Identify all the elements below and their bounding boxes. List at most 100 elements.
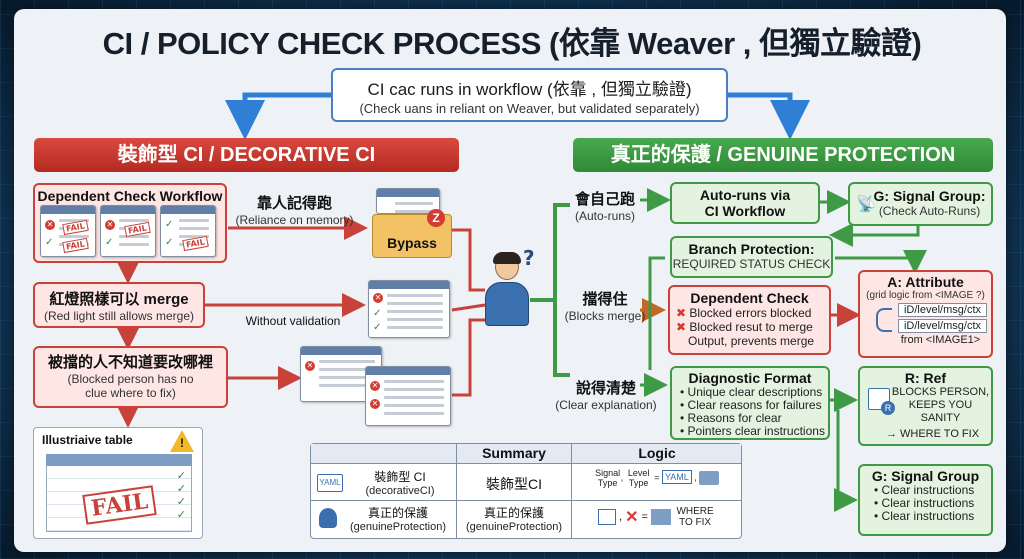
error-icon: ✕ — [370, 381, 380, 391]
arrow-top-right — [728, 92, 810, 140]
signal-group-2-box: G: Signal Group • Clear instructions • C… — [858, 464, 993, 536]
explain-label: 說得清楚 (Clear explanation) — [555, 380, 657, 412]
error-icon: ✖ — [676, 320, 687, 334]
fail-stamp: FAIL — [182, 235, 209, 252]
sg2-item: • Clear instructions — [874, 496, 975, 510]
ref-box: R: Ref R BLOCKS PERSON, KEEPS YOU SANITY… — [858, 366, 993, 446]
summary-header: Summary — [482, 445, 546, 461]
diag-item: • Unique clear descriptions — [680, 385, 823, 399]
diag-item: • Clear reasons for failures — [680, 398, 822, 412]
error-icon: ✕ — [373, 293, 383, 303]
attr-field: iD/level/msg/ctx — [898, 303, 987, 317]
row2-summary: 真正的保護 (genuineProtection) — [465, 506, 562, 533]
autoruns-box: Auto-runs via CI Workflow — [670, 182, 820, 224]
red-light-en: (Red light still allows merge) — [43, 309, 195, 323]
arrow-branch-side — [648, 256, 665, 370]
error-icon: ✕ — [105, 220, 115, 230]
bypass-folder: Z Bypass — [372, 209, 452, 258]
workflow-title: Dependent Check Workflow — [37, 188, 223, 204]
check-icon: ✓ — [373, 308, 382, 319]
row1-label: 裝飾型 CI (decorativeCI) — [365, 470, 435, 497]
arrow-win2-person — [451, 303, 486, 312]
validation-window: ✕ ✓ ✓ — [368, 280, 450, 338]
table-checks: ✓✓✓✓ — [176, 470, 186, 521]
logic-header: Logic — [638, 445, 676, 461]
arrow-person-branch — [530, 203, 570, 302]
branch-icon — [876, 308, 892, 332]
arrow-branch-attr — [835, 250, 927, 274]
diag-item: • Reasons for clear — [680, 411, 782, 425]
dependent-check-box: Dependent Check ✖ Blocked errors blocked… — [668, 285, 831, 355]
bypass-window — [376, 188, 440, 214]
row2-logic: , ✕ = WHERE TO FIX — [573, 506, 741, 528]
workflow-window-2: FAIL ✕ ✓ — [100, 205, 156, 257]
dep-tail: Output, prevents merge — [688, 334, 815, 348]
row1-logic: Signal Type, Level Type = YAML , — [573, 468, 741, 488]
signal-group-box: 📡 G: Signal Group: (Check Auto-Runs) — [848, 182, 993, 226]
attribute-box: A: Attribute (grid logic from <IMAGE ?) … — [858, 270, 993, 358]
fail-stamp: FAIL — [62, 219, 89, 236]
ref-icon: R — [868, 388, 895, 415]
row2-label: 真正的保護 (genuineProtection) — [349, 506, 446, 533]
bypass-label: Bypass — [387, 235, 437, 251]
arrow-bypass-person — [452, 228, 485, 292]
diag-item: • Pointers clear instructions — [680, 424, 825, 438]
error-icon: ✕ — [305, 361, 315, 371]
genuine-banner: 真正的保護 / GENUINE PROTECTION — [573, 138, 993, 172]
check-icon: ✓ — [105, 237, 114, 248]
dep-item: ✖ Blocked resut to merge — [676, 320, 813, 334]
reliance-label: 靠人記得跑 (Reliance on memory) — [232, 192, 357, 227]
check-icon: ✓ — [165, 237, 174, 248]
ref-icon — [597, 509, 616, 525]
reliance-zh: 靠人記得跑 — [256, 195, 332, 212]
table-header — [46, 454, 192, 466]
check-icon: ✓ — [165, 219, 174, 230]
error-icon: ✕ — [45, 220, 55, 230]
question-icon: ? — [523, 246, 535, 270]
person-icon — [319, 508, 337, 528]
x-icon: ✕ — [625, 509, 639, 526]
arrow-top-left — [225, 92, 331, 140]
warning-icon — [170, 430, 194, 452]
blocked-en-2: clue where to fix) — [85, 386, 176, 400]
yaml-icon: YAML — [317, 474, 343, 492]
bypass-icon: Z — [427, 209, 445, 227]
red-light-box: 紅燈照樣可以 merge (Red light still allows mer… — [33, 282, 205, 328]
sg2-item: • Clear instructions — [874, 509, 975, 523]
reliance-en: (Reliance on memory) — [235, 213, 354, 227]
attr-field: iD/level/msg/ctx — [898, 319, 987, 333]
auto-label: 會自己跑 (Auto-runs) — [574, 191, 636, 223]
illustrative-table-title: Illustriaive table — [42, 433, 133, 447]
ref-where: → WHERE TO FIX — [885, 428, 980, 440]
decorative-banner: 裝飾型 CI / DECORATIVE CI — [34, 138, 459, 172]
blocked-window-2: ✕ ✕ — [365, 366, 451, 426]
top-box: CI cac runs in workflow (依靠 , 但獨立驗證) (Ch… — [331, 68, 728, 122]
summary-table: Summary Logic YAML 裝飾型 CI (decorativeCI)… — [310, 443, 742, 539]
table-icon — [651, 509, 672, 525]
branch-protection-box: Branch Protection: REQUIRED STATUS CHECK — [670, 236, 833, 278]
top-line1: CI cac runs in workflow (依靠 , 但獨立驗證) — [367, 80, 692, 99]
blocked-en-1: (Blocked person has no — [67, 372, 194, 386]
error-icon: ✕ — [370, 399, 380, 409]
illustrative-table: Illustriaive table ! ✓✓✓✓ FAIL — [33, 427, 203, 539]
workflow-window-1: FAIL FAIL ✕ ✓ — [40, 205, 96, 257]
blocks-label: 擋得住 (Blocks merge) — [564, 291, 646, 323]
check-icon: ✓ — [45, 237, 54, 248]
folder-icon — [699, 471, 720, 485]
red-light-zh: 紅燈照樣可以 merge — [49, 291, 189, 308]
page-title: CI / POLICY CHECK PROCESS (依靠 Weaver , 但… — [102, 26, 922, 61]
error-icon: ✖ — [676, 306, 687, 320]
row1-summary: 裝飾型CI — [486, 476, 542, 492]
without-validation-label: Without validation — [245, 314, 341, 328]
blocked-box: 被擋的人不知道要改哪裡 (Blocked person has no clue … — [33, 346, 228, 408]
check-icon: ✓ — [373, 322, 382, 333]
antenna-icon: 📡 — [856, 196, 876, 213]
dep-item: ✖ Blocked errors blocked — [676, 306, 812, 320]
blocked-zh: 被擋的人不知道要改哪裡 — [47, 354, 213, 371]
person-avatar: ? — [483, 246, 535, 330]
arrow-diag-sg2 — [834, 410, 858, 512]
arrow-signal-branch — [829, 223, 920, 247]
arrow-person-explain — [553, 300, 570, 377]
sg2-item: • Clear instructions — [874, 483, 975, 497]
